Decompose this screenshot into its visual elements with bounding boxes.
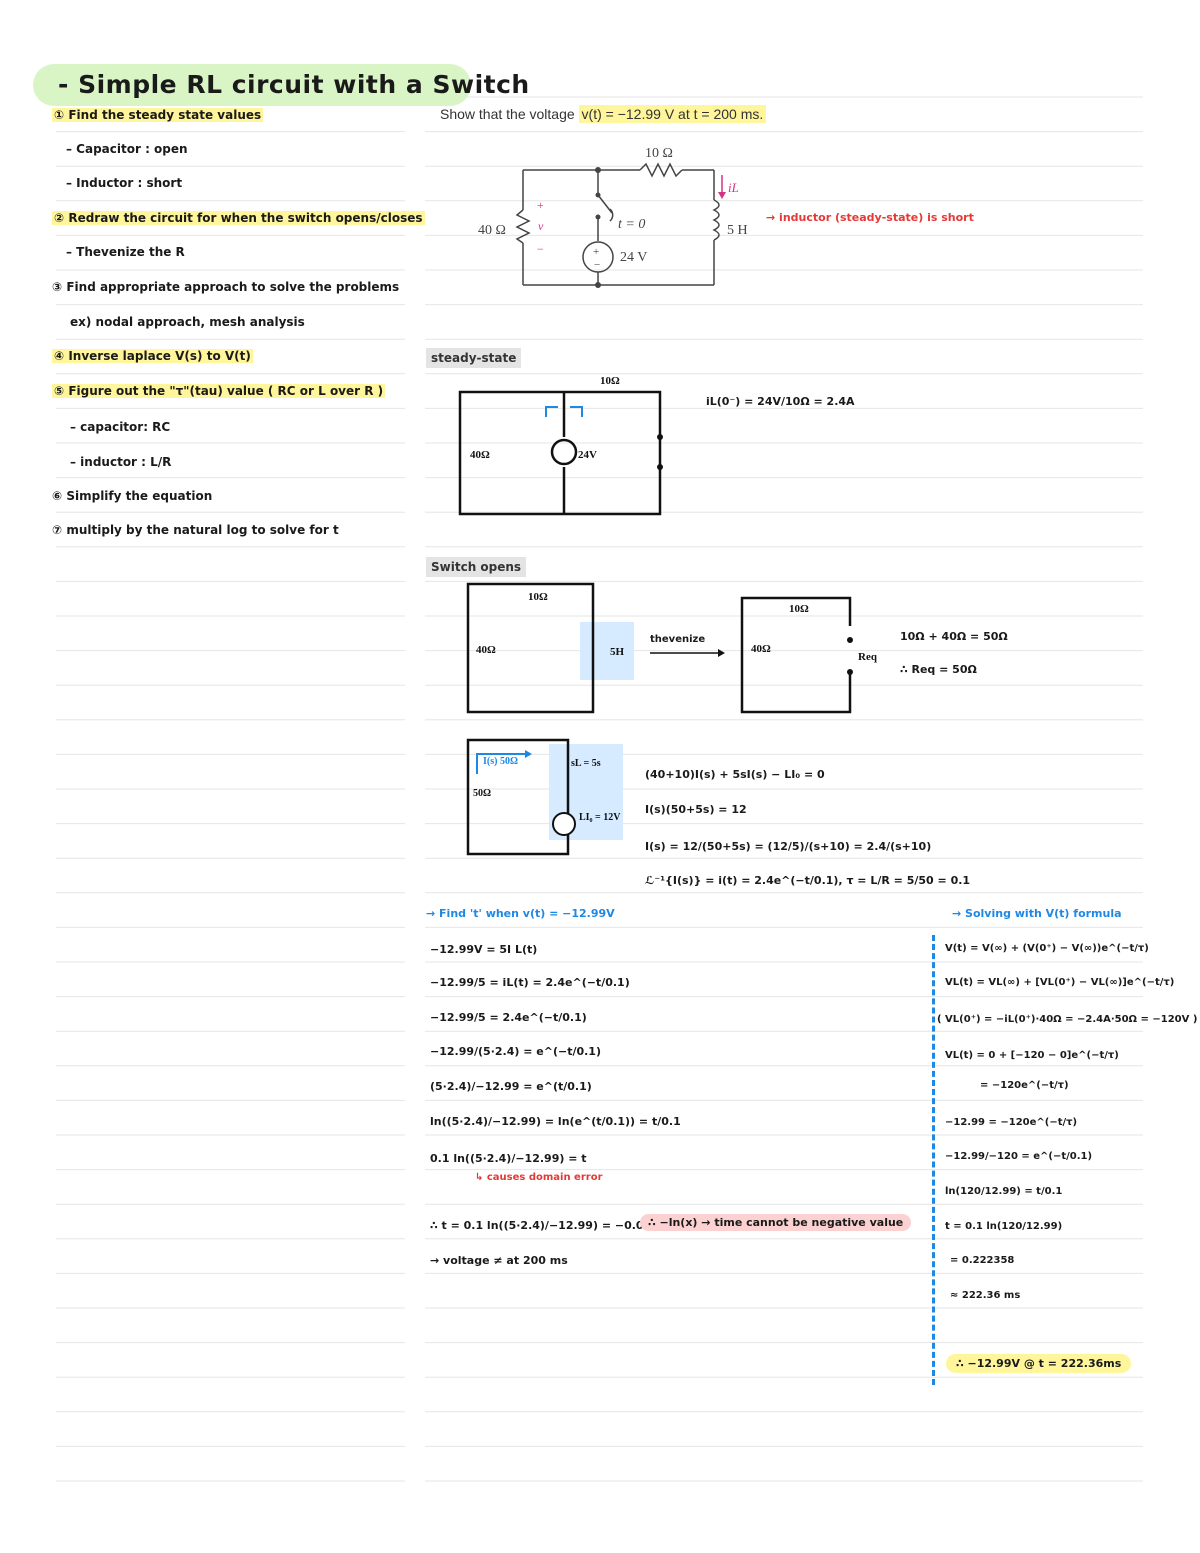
label-voltage: v [538, 219, 544, 233]
steady-r40: 40Ω [470, 449, 490, 461]
steady-state-circuit: 10Ω 40Ω 24V [458, 375, 663, 516]
opens-r10: 10Ω [528, 591, 548, 603]
then-r10: 10Ω [789, 603, 809, 615]
side-note-inductor-short: → inductor (steady-state) is short [766, 211, 974, 224]
problem-statement: Show that the voltage v(t) = −12.99 V at… [440, 105, 767, 123]
steady-src: 24V [578, 449, 597, 461]
label-plus: + [537, 198, 544, 212]
steady-state-eq: iL(0⁻) = 24V/10Ω = 2.4A [706, 395, 855, 408]
sdomain-sl: sL = 5s [571, 758, 601, 769]
title-highlight [33, 64, 471, 106]
thevenized-circuit: 10Ω 40Ω Req [740, 596, 878, 714]
right-header: → Solving with V(t) formula [952, 907, 1122, 920]
step-7: ⑦ multiply by the natural log to solve f… [52, 523, 339, 537]
thevenize-arrow [650, 649, 725, 657]
right-line-11: ≈ 222.36 ms [950, 1290, 1021, 1301]
label-r10: 10 Ω [645, 146, 673, 161]
find-t-line-4: −12.99/(5·2.4) = e^(−t/0.1) [430, 1045, 601, 1058]
find-t-header: → Find 't' when v(t) = −12.99V [426, 907, 615, 920]
label-source: 24 V [620, 250, 647, 265]
inductor-highlight [580, 622, 634, 680]
mesh-eq-4: ℒ⁻¹{I(s)} = i(t) = 2.4e^(−t/0.1), τ = L/… [645, 874, 971, 887]
step-1: ① Find the steady state values [52, 108, 264, 122]
req-eq-1: 10Ω + 40Ω = 50Ω [900, 630, 1008, 643]
mesh-eq-3: I(s) = 12/(50+5s) = (12/5)/(s+10) = 2.4/… [645, 840, 932, 853]
section-switch-opens: Switch opens [426, 557, 527, 577]
switch-open-circuit: 10Ω 40Ω 5H [466, 582, 625, 714]
step-5: ⑤ Figure out the "τ"(tau) value ( RC or … [52, 384, 386, 398]
find-t-line-1: −12.99V = 5I L(t) [430, 943, 538, 956]
label-minus: − [537, 242, 544, 256]
find-t-line-5: (5·2.4)/−12.99 = e^(t/0.1) [430, 1080, 592, 1093]
label-switch: t = 0 [618, 217, 645, 232]
section-steady-state: steady-state [426, 348, 522, 368]
label-r40: 40 Ω [478, 223, 506, 238]
then-req: Req [858, 651, 878, 663]
step-4: ④ Inverse laplace V(s) to V(t) [52, 349, 253, 363]
step-1-inductor: – Inductor : short [66, 176, 183, 190]
right-line-10: = 0.222358 [950, 1255, 1015, 1266]
req-eq-2: ∴ Req = 50Ω [900, 663, 977, 676]
find-t-line-3: −12.99/5 = 2.4e^(−t/0.1) [430, 1011, 587, 1024]
right-line-1: V(t) = V(∞) + (V(0⁺) − V(∞))e^(−t/τ) [945, 943, 1149, 954]
mesh-eq-1: (40+10)I(s) + 5sI(s) − LI₀ = 0 [645, 768, 825, 781]
dashed-divider [932, 935, 935, 1385]
step-1-capacitor: – Capacitor : open [66, 142, 188, 156]
label-inductor: 5 H [727, 223, 748, 238]
label-current: iL [728, 180, 739, 195]
source-plus: + [593, 246, 599, 258]
right-line-7: −12.99/−120 = e^(−t/0.1) [945, 1151, 1093, 1162]
step-5-inductor: – inductor : L/R [70, 455, 172, 469]
step-2: ② Redraw the circuit for when the switch… [52, 211, 425, 225]
right-line-8: ln(120/12.99) = t/0.1 [945, 1186, 1063, 1197]
thevenize-label: thevenize [650, 634, 706, 645]
step-5-capacitor: – capacitor: RC [70, 420, 171, 434]
mesh-label: I(s) 50Ω [483, 756, 518, 767]
page-title: - Simple RL circuit with a Switch [58, 70, 530, 99]
right-line-4: VL(t) = 0 + [−120 − 0]e^(−t/τ) [945, 1050, 1119, 1061]
find-t-line-2: −12.99/5 = iL(t) = 2.4e^(−t/0.1) [430, 976, 630, 989]
sdomain-li0: LI₀ = 12V [579, 812, 621, 823]
right-line-9: t = 0.1 ln(120/12.99) [945, 1221, 1063, 1232]
mesh-eq-2: I(s)(50+5s) = 12 [645, 803, 747, 816]
right-line-2: VL(t) = VL(∞) + [VL(0⁺) − VL(∞)]e^(−t/τ) [945, 977, 1175, 988]
right-line-3: ( VL(0⁺) = −iL(0⁺)·40Ω = −2.4A·50Ω = −12… [937, 1014, 1198, 1025]
step-6: ⑥ Simplify the equation [52, 489, 213, 503]
step-3: ③ Find appropriate approach to solve the… [52, 280, 400, 294]
then-r40: 40Ω [751, 643, 771, 655]
find-t-line-6: ln((5·2.4)/−12.99) = ln(e^(t/0.1)) = t/0… [430, 1115, 681, 1128]
right-answer: ∴ −12.99V @ t = 222.36ms [946, 1354, 1132, 1373]
domain-error-note: ↳ causes domain error [475, 1172, 603, 1183]
s-domain-circuit: I(s) 50Ω 50Ω sL = 5s LI₀ = 12V [466, 738, 621, 856]
sdomain-r50: 50Ω [473, 788, 491, 799]
find-t-final: ∴ t = 0.1 ln((5·2.4)/−12.99) = −0.008 s [430, 1219, 670, 1232]
find-t-line-7: 0.1 ln((5·2.4)/−12.99) = t [430, 1152, 587, 1165]
opens-l: 5H [610, 646, 625, 658]
find-t-final-note: ∴ −ln(x) → time cannot be negative value [640, 1214, 912, 1231]
main-circuit-diagram: 10 Ω 40 Ω t = 0 24 V 5 H iL v + − + − [478, 146, 748, 288]
steady-r10: 10Ω [600, 375, 620, 387]
step-2-thevenize: – Thevenize the R [66, 245, 185, 259]
source-minus: − [594, 259, 600, 271]
right-line-5: = −120e^(−t/τ) [980, 1080, 1069, 1091]
find-t-conclusion: → voltage ≠ at 200 ms [430, 1254, 568, 1267]
right-line-6: −12.99 = −120e^(−t/τ) [945, 1117, 1078, 1128]
opens-r40: 40Ω [476, 644, 496, 656]
step-3-example: ex) nodal approach, mesh analysis [70, 315, 305, 329]
